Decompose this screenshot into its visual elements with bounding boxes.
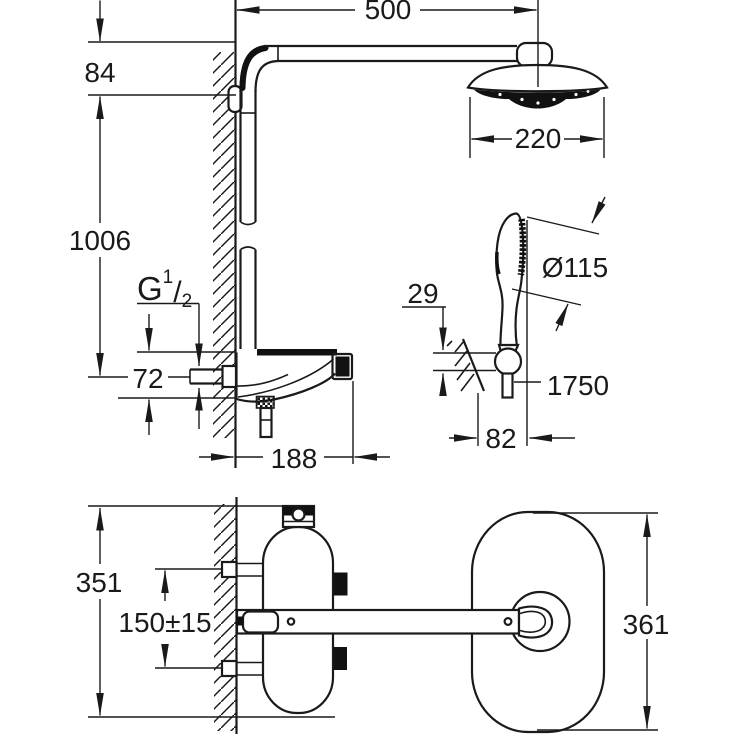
hose-stub: [501, 372, 514, 399]
dim-arm-drop: 84: [84, 0, 236, 96]
label-29: 29: [407, 278, 438, 309]
dim-valve-depth: 188: [199, 381, 390, 474]
dim-rail-height: 1006: [69, 96, 131, 376]
dim-head-diameter: 220: [469, 97, 605, 158]
rail-bend-shading: [239, 45, 269, 91]
lower-wall-inlet: [220, 659, 238, 678]
dim-arm-projection: 500: [236, 0, 537, 25]
bar-end-cap: [517, 605, 554, 639]
label-500: 500: [365, 0, 412, 25]
dim-inlet-offset: 72: [88, 314, 236, 435]
label-o115: Ø115: [542, 252, 608, 283]
dim-inlet-spacing: 150±15: [118, 568, 222, 669]
rail-break-lower: [240, 246, 256, 251]
dim-holder-rise: 29: [402, 278, 447, 396]
upper-button: [333, 572, 348, 596]
dim-thread-size: G1/2: [137, 267, 203, 429]
hose-connector: [255, 395, 275, 409]
label-150-15: 150±15: [118, 607, 211, 638]
shower-bar-trim: [235, 605, 554, 639]
dim-holder-depth: 82: [449, 393, 575, 454]
dim-escutcheon-height: 361: [533, 512, 670, 731]
upper-wall-inlet: [220, 560, 238, 579]
hose-outlet-stub: [259, 406, 273, 439]
label-84: 84: [84, 57, 115, 88]
dim-handshower-diameter: Ø115: [511, 196, 608, 332]
bar-handle: [241, 610, 280, 634]
bar-screw-hole-right: [503, 616, 513, 626]
thermostat-valve-side-view: [189, 349, 354, 439]
hand-shower-spray-face: [517, 218, 527, 276]
valve-top-bar: [257, 349, 337, 356]
bar-screw-hole-left: [286, 617, 296, 626]
dim-hose-length: 1750: [514, 370, 609, 401]
label-1750: 1750: [547, 370, 609, 401]
bar-profile: [235, 608, 521, 635]
label-361: 361: [623, 609, 670, 640]
spray-face-band: [474, 89, 601, 109]
lower-button: [333, 647, 347, 670]
shower-rail: [227, 44, 279, 349]
label-82: 82: [485, 423, 516, 454]
bar-wall-anchor: [236, 616, 243, 626]
arm-elbow: [515, 41, 554, 68]
hand-shower-with-holder: [433, 212, 528, 446]
lower-front-drawing: 351 150±15 361: [76, 497, 670, 734]
bracket-screw: [291, 507, 306, 522]
dim-trim-height: 351: [76, 505, 335, 718]
label-188: 188: [271, 443, 318, 474]
holder-wall-line: [461, 338, 486, 392]
holder-ring: [493, 347, 523, 376]
valve-knob: [335, 356, 350, 377]
inlet-fitting: [221, 364, 238, 389]
rail-break-upper: [240, 221, 256, 226]
label-72: 72: [132, 363, 163, 394]
wall-section-lower: [214, 497, 238, 734]
label-g12: G1/2: [137, 267, 192, 312]
label-351: 351: [76, 567, 123, 598]
hand-shower-body: [495, 212, 525, 349]
label-1006: 1006: [69, 225, 131, 256]
upper-elevation-drawing: 500 84 1006 220 G1/2: [69, 0, 609, 474]
label-220: 220: [515, 123, 562, 154]
